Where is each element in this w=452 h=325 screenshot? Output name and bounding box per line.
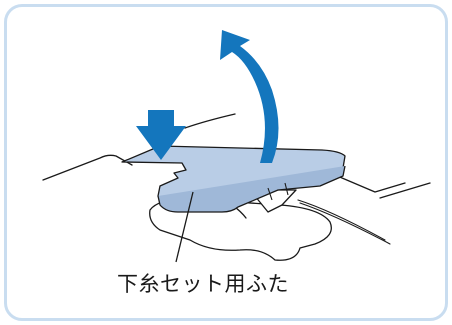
bobbin-cover-label: 下糸セット用ふた (117, 272, 289, 296)
curved-up-arrow-icon (220, 30, 279, 163)
bobbin-thread (297, 199, 391, 245)
machine-bed-outline (42, 113, 431, 199)
bobbin-cover (121, 145, 346, 213)
down-arrow-icon (136, 110, 186, 160)
callout-leader-line (175, 191, 194, 263)
